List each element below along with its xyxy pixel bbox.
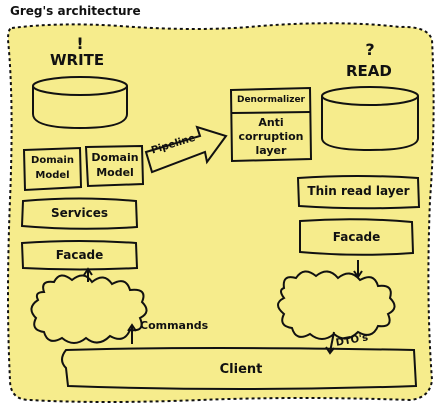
- domain-model-box-2: [84, 144, 145, 188]
- read-facade-label: Facade: [332, 230, 381, 244]
- read-database: [321, 86, 419, 152]
- diagram-title: Greg's architecture: [10, 4, 141, 18]
- facade-to-cloud-arrow: [83, 267, 93, 282]
- domain-model-label-2: Domain Model: [91, 151, 139, 179]
- denormalizer-label: Denormalizer: [236, 95, 305, 105]
- write-database: [32, 76, 128, 130]
- thin-read-layer-box: [296, 175, 421, 210]
- write-facade-box: [20, 240, 139, 271]
- services-box: [20, 197, 139, 230]
- read-mark: ?: [365, 40, 375, 59]
- write-heading: WRITE: [50, 51, 105, 69]
- denormalizer-box: [229, 86, 313, 163]
- anti-corruption-label: Anti corruption layer: [238, 116, 304, 157]
- write-facade-label: Facade: [55, 248, 104, 262]
- pipeline-arrow: [144, 125, 228, 174]
- write-cloud: [30, 274, 148, 344]
- domain-model-label-1: Domain Model: [31, 155, 74, 181]
- read-heading: READ: [346, 62, 392, 80]
- write-mark: !: [76, 34, 84, 53]
- read-facade-to-cloud-arrow: [353, 260, 363, 279]
- client-label: Client: [219, 362, 263, 377]
- dtos-arrow: [325, 331, 335, 355]
- read-facade-box: [299, 218, 415, 256]
- domain-model-box-1: [22, 146, 83, 192]
- read-cloud: [277, 270, 396, 340]
- commands-arrow: [127, 323, 137, 344]
- thin-read-layer-label: Thin read layer: [307, 184, 410, 198]
- commands-label: Commands: [140, 319, 209, 332]
- services-label: Services: [50, 206, 109, 220]
- denormalizer-divider: [231, 111, 311, 114]
- client-bar: [61, 347, 418, 390]
